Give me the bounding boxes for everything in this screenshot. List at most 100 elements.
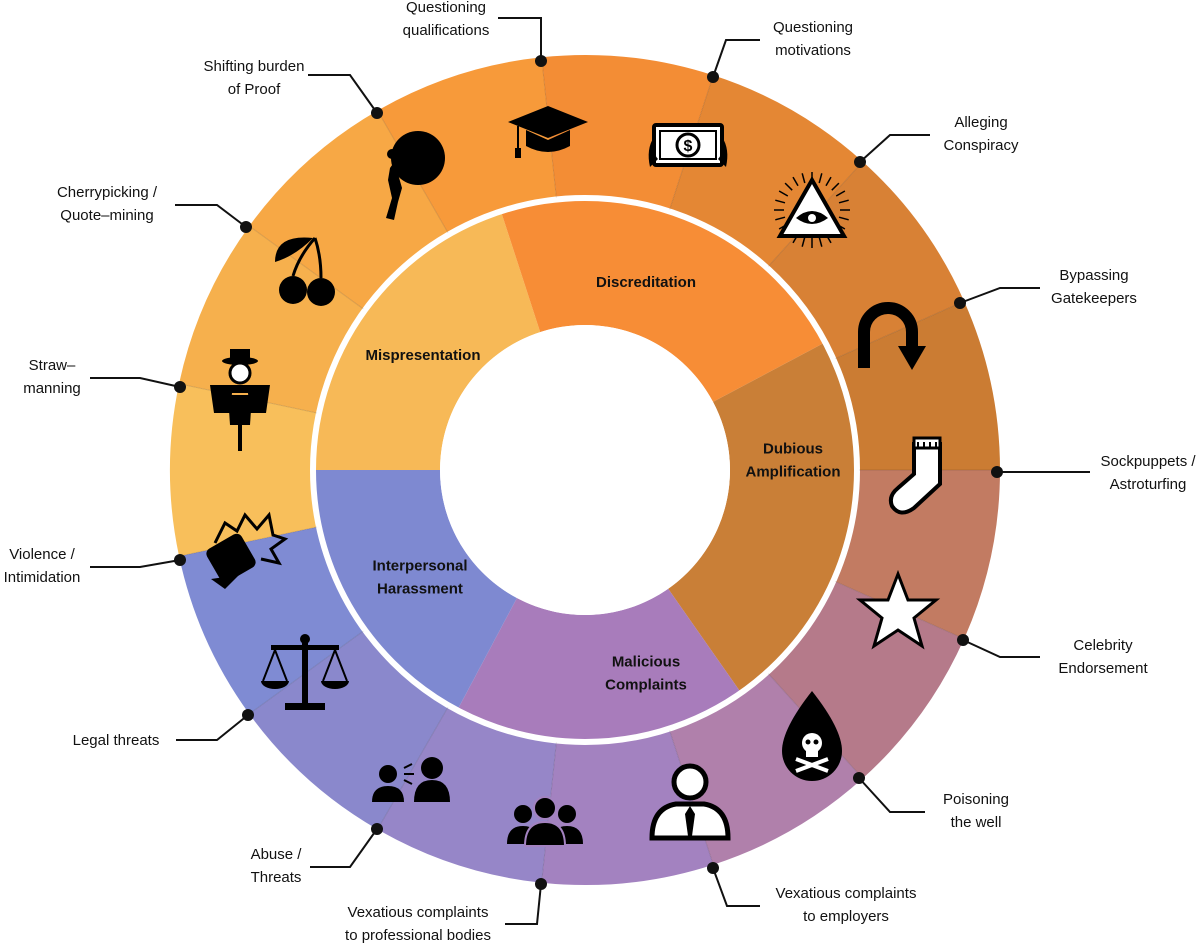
leader-dot-poisoning-well	[853, 772, 865, 784]
segment-interpersonal-harassment	[315, 470, 517, 709]
leader-dot-questioning-motivations	[707, 71, 719, 83]
leader-dot-straw-manning	[174, 381, 186, 393]
tactic-label-questioning-motivations: motivations	[775, 42, 851, 59]
segment-dubious-amplification	[668, 343, 855, 692]
segment-discreditation	[501, 199, 824, 402]
tactic-label-straw-manning: Straw–	[29, 357, 76, 374]
tactic-label-sockpuppets: Sockpuppets /	[1100, 453, 1196, 470]
burning-money-icon: $	[648, 123, 728, 167]
center-hole	[440, 325, 730, 615]
leader-line-bypassing-gatekeepers	[959, 287, 1040, 304]
leader-line-poisoning-well	[858, 777, 925, 813]
leader-dot-abuse-threats	[371, 823, 383, 835]
tactic-label-vexatious-employers: Vexatious complaints	[776, 885, 917, 902]
leader-dot-vexatious-employers	[707, 862, 719, 874]
segment-questioning-motivations	[541, 55, 714, 210]
group-people-icon	[507, 796, 583, 847]
tactic-label-abuse-threats: Threats	[251, 869, 302, 886]
u-turn-arrow-icon	[858, 302, 926, 370]
segment-sockpuppets	[835, 301, 1000, 470]
leader-dot-bypassing-gatekeepers	[954, 297, 966, 309]
category-label-dubious-amplification: Dubious	[763, 440, 823, 457]
tactic-label-questioning-motivations: Questioning	[773, 19, 853, 36]
leader-line-celebrity-endorsement	[962, 639, 1040, 658]
icons-layer: $	[206, 106, 942, 847]
tactic-label-vexatious-professional: Vexatious complaints	[348, 904, 489, 921]
category-label-interpersonal-harassment: Interpersonal	[372, 557, 467, 574]
category-label-discreditation: Discreditation	[596, 274, 696, 291]
category-label-interpersonal-harassment: Harassment	[377, 580, 463, 597]
tactic-label-cherrypicking: Cherrypicking /	[57, 184, 158, 201]
leader-dot-vexatious-professional	[535, 878, 547, 890]
tactic-label-legal-threats: Legal threats	[73, 732, 160, 749]
leader-dot-questioning-qualifications	[535, 55, 547, 67]
segment-questioning-qualifications	[377, 57, 557, 233]
scales-icon	[261, 634, 349, 710]
segment-malicious-complaints	[458, 588, 740, 741]
leader-dot-violence	[174, 554, 186, 566]
leader-dot-alleging-conspiracy	[854, 156, 866, 168]
tactic-label-violence: Violence /	[9, 546, 75, 563]
tactic-label-poisoning-well: the well	[951, 814, 1002, 831]
segment-cherrypicking	[179, 226, 364, 414]
inner-ring	[310, 195, 860, 745]
leader-dot-cherrypicking	[240, 221, 252, 233]
tactic-label-poisoning-well: Poisoning	[943, 791, 1009, 808]
tactic-label-alleging-conspiracy: Conspiracy	[943, 137, 1019, 154]
shouting-people-icon	[372, 757, 450, 802]
sock-icon	[888, 436, 942, 515]
segment-bypassing-gatekeepers	[768, 161, 965, 359]
leader-line-abuse-threats	[310, 828, 378, 868]
graduation-cap-icon	[508, 106, 588, 158]
tactic-label-bypassing-gatekeepers: Gatekeepers	[1051, 290, 1137, 307]
labels-layer: Mispresentation DiscreditationDubiousAmpl…	[4, 0, 1197, 944]
poison-drop-icon	[782, 691, 842, 781]
tactic-label-violence: Intimidation	[4, 569, 81, 586]
tactic-label-alleging-conspiracy: Alleging	[954, 114, 1007, 131]
tactic-label-straw-manning: manning	[23, 380, 81, 397]
boulder-pushing-icon	[386, 131, 445, 220]
category-label-malicious-complaints: Malicious	[612, 653, 680, 670]
segment-legal-threats	[249, 631, 448, 830]
tactic-label-questioning-qualifications: Questioning	[406, 0, 486, 16]
leader-line-shifting-burden	[308, 74, 378, 114]
leader-line-alleging-conspiracy	[859, 134, 930, 163]
leader-line-questioning-motivations	[712, 39, 760, 78]
cherries-icon	[275, 237, 335, 306]
all-seeing-eye-icon	[774, 172, 850, 248]
tactic-label-questioning-qualifications: qualifications	[403, 22, 490, 39]
leader-dot-shifting-burden	[371, 107, 383, 119]
leader-line-vexatious-professional	[505, 883, 542, 925]
tactic-label-bypassing-gatekeepers: Bypassing	[1059, 267, 1128, 284]
businessman-icon	[649, 763, 731, 841]
leader-dot-celebrity-endorsement	[957, 634, 969, 646]
star-icon	[855, 569, 941, 650]
segment-misrepresentation	[315, 213, 541, 471]
leader-dot-sockpuppets	[991, 466, 1003, 478]
tactic-label-shifting-burden: Shifting burden	[204, 58, 305, 75]
tactic-label-celebrity-endorsement: Celebrity	[1073, 637, 1133, 654]
tactic-label-sockpuppets: Astroturfing	[1110, 476, 1187, 493]
leader-line-violence	[90, 559, 181, 568]
leader-line-legal-threats	[176, 714, 249, 741]
leader-line-straw-manning	[90, 377, 181, 388]
leader-line-vexatious-employers	[712, 867, 760, 907]
leader-line-cherrypicking	[175, 204, 247, 228]
punching-fist-icon	[206, 511, 289, 589]
tactic-label-celebrity-endorsement: Endorsement	[1058, 660, 1148, 677]
tactic-label-abuse-threats: Abuse /	[251, 846, 303, 863]
segment-vexatious-professional	[541, 730, 714, 885]
category-label-malicious-complaints: Complaints	[605, 676, 687, 693]
tactic-label-cherrypicking: Quote–mining	[60, 207, 153, 224]
category-label-misrepresentation: Mispresentation	[365, 347, 480, 364]
segment-celebrity-endorsement	[835, 470, 1000, 639]
leader-lines	[90, 17, 1090, 925]
segment-straw-manning	[170, 383, 317, 557]
svg-text:$: $	[684, 138, 693, 155]
category-label-dubious-amplification: Amplification	[745, 463, 840, 480]
leader-line-questioning-qualifications	[498, 17, 542, 61]
leader-dot-legal-threats	[242, 709, 254, 721]
tactic-label-vexatious-employers: to employers	[803, 908, 889, 925]
tactic-label-vexatious-professional: to professional bodies	[345, 927, 491, 944]
